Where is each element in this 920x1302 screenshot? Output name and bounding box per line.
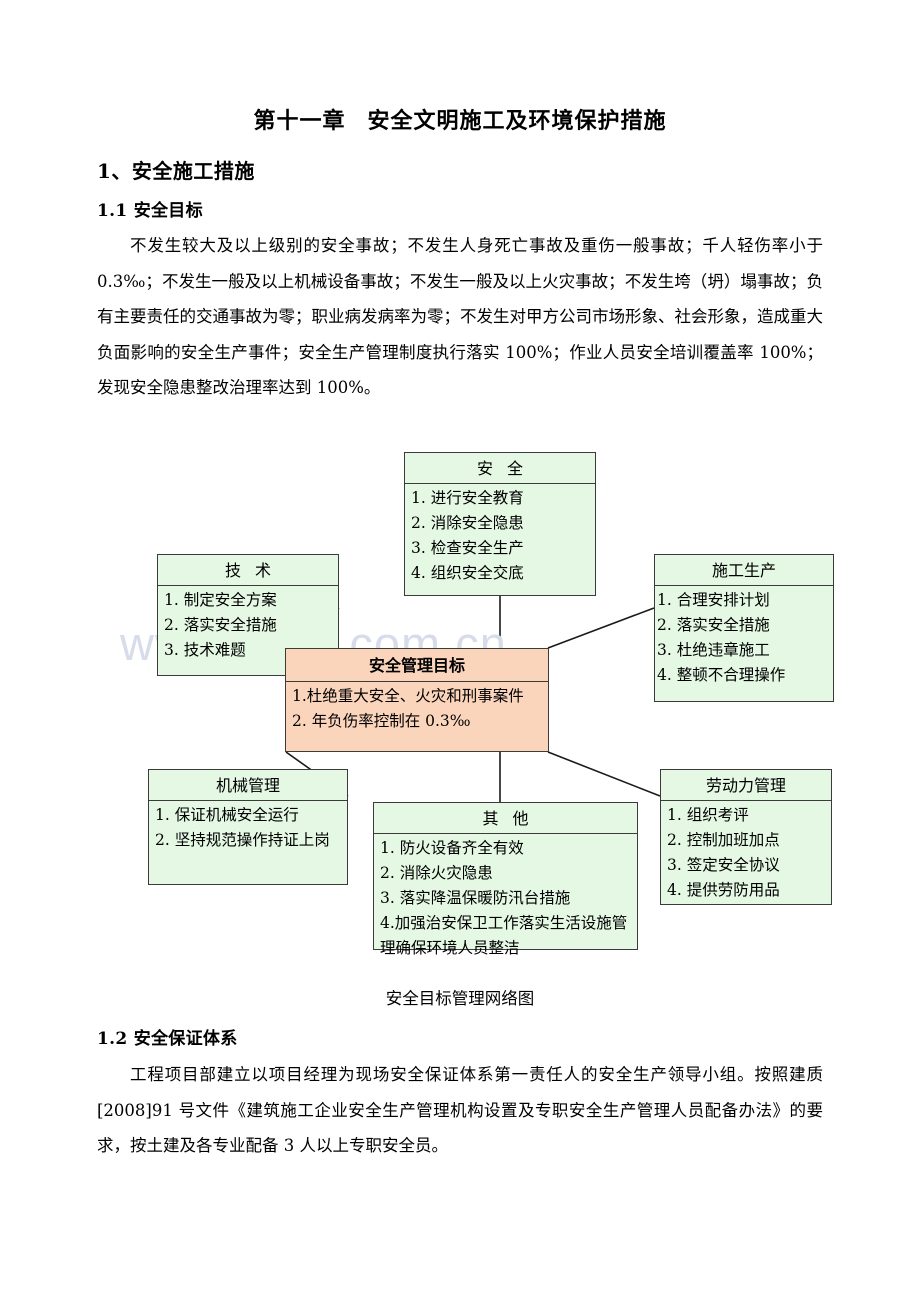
node-item: 3. 签定安全协议 — [667, 856, 780, 874]
diagram-node-center-goal: 安全管理目标 1.杜绝重大安全、火灾和刑事案件 2. 年负伤率控制在 0.3‰ — [285, 648, 549, 752]
node-item: 2. 消除安全隐患 — [411, 514, 524, 532]
node-title-production: 施工生产 — [655, 555, 833, 586]
section-heading-1: 1、安全施工措施 — [97, 159, 255, 183]
diagram-node-safety: 安全 1. 进行安全教育 2. 消除安全隐患 3. 检查安全生产 4. 组织安全… — [404, 452, 596, 596]
node-item: 1. 制定安全方案 — [164, 591, 277, 609]
figure-caption: 安全目标管理网络图 — [385, 989, 535, 1008]
chapter-title-main: 安全文明施工及环境保护措施 — [367, 108, 667, 134]
node-item: 3. 杜绝违章施工 — [657, 641, 770, 659]
node-item: 3. 技术难题 — [164, 641, 246, 659]
node-title-other-part2: 他 — [512, 809, 529, 828]
diagram-node-other: 其他 1. 防火设备齐全有效 2. 消除火灾隐患 3. 落实降温保暖防汛台措施 … — [373, 802, 638, 957]
node-title-technology-part2: 术 — [255, 561, 272, 580]
node-item: 4.加强治安保卫工作落实生活设施管理确保环境人员整洁 — [380, 914, 628, 957]
node-title-labor: 劳动力管理 — [661, 770, 831, 801]
node-body-center-goal: 1.杜绝重大安全、火灾和刑事案件 2. 年负伤率控制在 0.3‰ — [286, 682, 548, 737]
node-item: 1. 合理安排计划 — [657, 591, 770, 609]
node-item: 2. 控制加班加点 — [667, 831, 780, 849]
node-item: 1. 进行安全教育 — [411, 489, 524, 507]
node-item: 4. 整顿不合理操作 — [657, 666, 786, 684]
node-body-labor: 1. 组织考评 2. 控制加班加点 3. 签定安全协议 4. 提供劳防用品 — [661, 801, 831, 906]
connector-production-to-center — [547, 607, 655, 649]
node-title-machinery: 机械管理 — [149, 770, 347, 801]
node-body-safety: 1. 进行安全教育 2. 消除安全隐患 3. 检查安全生产 4. 组织安全交底 — [405, 484, 595, 589]
chapter-title: 第十一章安全文明施工及环境保护措施 — [0, 103, 920, 135]
node-item: 4. 提供劳防用品 — [667, 881, 780, 899]
node-title-center-goal: 安全管理目标 — [286, 649, 548, 682]
node-title-technology-part1: 技 — [224, 561, 241, 580]
node-item: 1. 组织考评 — [667, 806, 749, 824]
node-body-machinery: 1. 保证机械安全运行 2. 坚持规范操作持证上岗 — [149, 801, 347, 856]
node-body-other: 1. 防火设备齐全有效 2. 消除火灾隐患 3. 落实降温保暖防汛台措施 4.加… — [374, 834, 637, 964]
node-title-safety: 安全 — [405, 453, 595, 484]
connector-center-to-labor — [547, 751, 661, 797]
paragraph-safety-goals: 不发生较大及以上级别的安全事故；不发生人身死亡事故及重伤一般事故；千人轻伤率小于… — [97, 236, 823, 397]
node-title-safety-part2: 全 — [507, 459, 524, 478]
diagram-node-labor: 劳动力管理 1. 组织考评 2. 控制加班加点 3. 签定安全协议 4. 提供劳… — [660, 769, 832, 905]
node-item: 1. 防火设备齐全有效 — [380, 839, 524, 857]
node-item: 2. 落实安全措施 — [657, 616, 770, 634]
node-body-technology: 1. 制定安全方案 2. 落实安全措施 3. 技术难题 — [158, 586, 338, 666]
paragraph-safety-assurance-system: 工程项目部建立以项目经理为现场安全保证体系第一责任人的安全生产领导小组。按照建质… — [97, 1065, 823, 1155]
node-item: 2. 坚持规范操作持证上岗 — [155, 831, 330, 849]
diagram-node-machinery: 机械管理 1. 保证机械安全运行 2. 坚持规范操作持证上岗 — [148, 769, 348, 885]
node-title-other-part1: 其 — [482, 809, 499, 828]
node-item: 4. 组织安全交底 — [411, 564, 524, 582]
node-item: 2. 年负伤率控制在 0.3‰ — [292, 712, 471, 730]
node-item: 1.杜绝重大安全、火灾和刑事案件 — [292, 687, 524, 705]
node-item: 3. 检查安全生产 — [411, 539, 524, 557]
node-title-technology: 技术 — [158, 555, 338, 586]
node-item: 2. 落实安全措施 — [164, 616, 277, 634]
node-item: 2. 消除火灾隐患 — [380, 864, 493, 882]
node-item: 3. 落实降温保暖防汛台措施 — [380, 889, 571, 907]
safety-goal-network-diagram: www.zixin.com.cn 安全 1. 进行安全教育 2. 消除安全隐患 … — [0, 440, 920, 960]
diagram-node-production: 施工生产 1. 合理安排计划 2. 落实安全措施 3. 杜绝违章施工 4. 整顿… — [654, 554, 834, 702]
section-heading-1-2: 1.2 安全保证体系 — [97, 1029, 238, 1049]
node-title-safety-part1: 安 — [476, 459, 493, 478]
chapter-title-prefix: 第十一章 — [253, 108, 346, 134]
section-heading-1-1: 1.1 安全目标 — [97, 201, 203, 221]
node-title-other: 其他 — [374, 803, 637, 834]
node-body-production: 1. 合理安排计划 2. 落实安全措施 3. 杜绝违章施工 4. 整顿不合理操作 — [655, 586, 833, 691]
node-item: 1. 保证机械安全运行 — [155, 806, 299, 824]
